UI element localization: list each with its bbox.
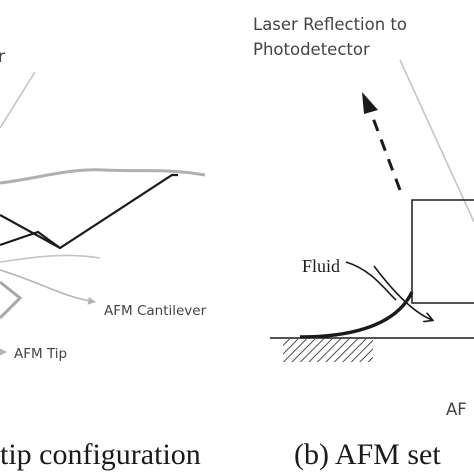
panel-a-laser-beam-line <box>0 71 36 129</box>
panel-b-laser-label-line1: Laser Reflection to <box>253 15 407 34</box>
panel-b-fluid-pointer <box>345 261 397 301</box>
panel-b-laser-beam-line <box>399 59 474 223</box>
panel-b-fluid-label: Fluid <box>302 256 340 276</box>
panel-a-cantilever-outline-top <box>0 168 206 185</box>
panel-a-caption: tip configuration <box>0 438 201 471</box>
panel-b-partial-label: AF <box>446 400 467 419</box>
panel-b-reflection-dashed-line <box>368 109 402 191</box>
panel-a: r AFM Cantilever AFM Tip tip configurati… <box>0 47 207 471</box>
panel-b-substrate-hatch <box>283 339 373 362</box>
panel-b-cantilever-block <box>411 199 474 304</box>
panel-b-fluid-arrow <box>373 265 432 320</box>
panel-b-fluid-meniscus <box>299 291 414 339</box>
panel-a-cantilever-body <box>0 173 178 250</box>
panel-a-partial-label: r <box>0 47 5 67</box>
panel-a-cantilever-lower <box>0 230 61 249</box>
panel-a-cantilever-pointer-arrow <box>0 269 96 305</box>
panel-a-gray-sweep-line <box>0 254 101 263</box>
panel-a-cantilever-label: AFM Cantilever <box>104 303 207 319</box>
panel-b-laser-label-line2: Photodetector <box>253 40 370 59</box>
panel-a-tip-shape <box>0 280 23 320</box>
panel-b: Laser Reflection to Photodetector Fluid <box>253 15 474 471</box>
panel-b-reflection-arrowhead <box>362 92 378 114</box>
panel-a-tip-label: AFM Tip <box>14 346 67 362</box>
panel-b-caption: (b) AFM set <box>294 438 441 471</box>
